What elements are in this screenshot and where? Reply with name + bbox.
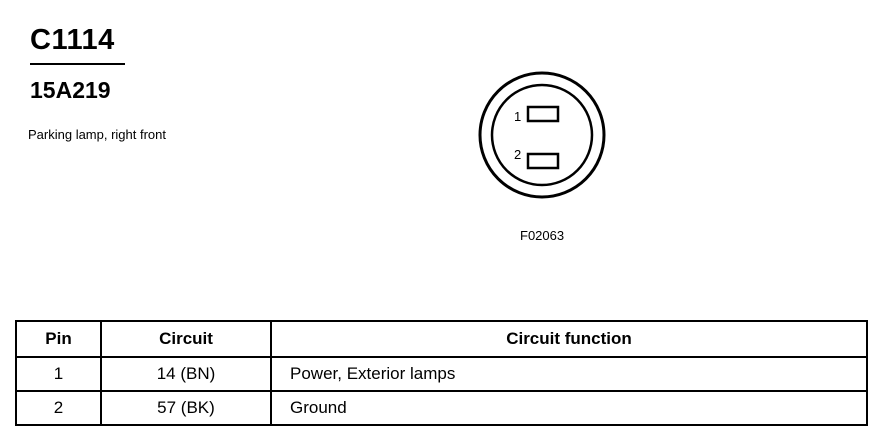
table-header-row: Pin Circuit Circuit function (15, 320, 868, 358)
column-header-circuit: Circuit (100, 320, 272, 358)
figure-id: F02063 (520, 228, 565, 243)
pin-2-label: 2 (514, 147, 521, 162)
column-header-function: Circuit function (270, 320, 868, 358)
circuit-cell: 14 (BN) (100, 356, 272, 392)
pin-2-terminal (526, 152, 560, 170)
connector-id: C1114 (30, 24, 115, 56)
pin-1-terminal (526, 105, 560, 123)
function-cell: Ground (270, 390, 868, 426)
title-divider (30, 63, 125, 65)
part-number: 15A219 (30, 77, 111, 103)
table-row: 1 14 (BN) Power, Exterior lamps (15, 356, 868, 392)
pinout-table: Pin Circuit Circuit function 1 14 (BN) P… (15, 320, 868, 426)
connector-description: Parking lamp, right front (28, 127, 167, 142)
function-cell: Power, Exterior lamps (270, 356, 868, 392)
pin-cell: 1 (15, 356, 102, 392)
column-header-pin: Pin (15, 320, 102, 358)
table-row: 2 57 (BK) Ground (15, 390, 868, 426)
pin-1-label: 1 (514, 109, 521, 124)
circuit-cell: 57 (BK) (100, 390, 272, 426)
connector-face-diagram: 1 2 (478, 71, 606, 199)
pin-cell: 2 (15, 390, 102, 426)
connector-outer-ring (478, 71, 606, 199)
connector-inner-ring (490, 83, 594, 187)
